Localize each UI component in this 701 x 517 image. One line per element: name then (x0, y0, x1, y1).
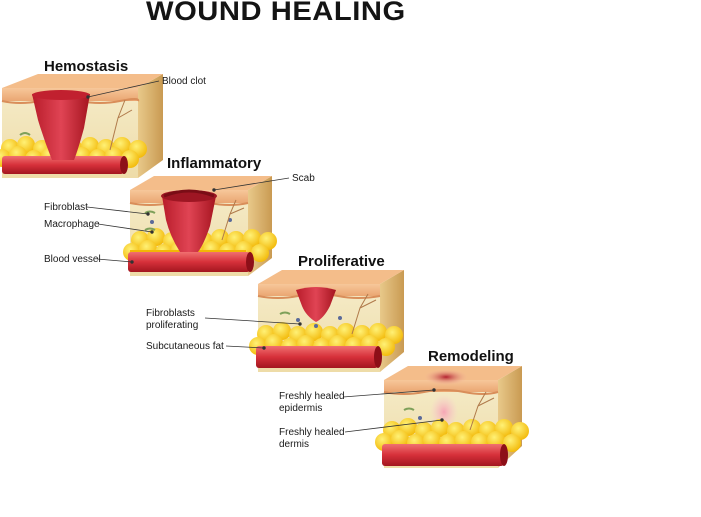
label-blood-clot: Blood clot (162, 76, 206, 87)
label-scab: Scab (292, 173, 315, 184)
stage-title-inflammatory: Inflammatory (167, 155, 262, 172)
label-fibroblast: Fibroblast (44, 202, 88, 213)
leader-lines (86, 80, 444, 433)
remodeling-block (375, 366, 529, 468)
label-macrophage: Macrophage (44, 219, 100, 230)
stage-title-proliferative: Proliferative (298, 253, 385, 270)
label-dermis: dermis (279, 439, 310, 450)
label-subcutaneous-fat: Subcutaneous fat (146, 341, 224, 352)
proliferative-block (249, 270, 404, 372)
stage-title-hemostasis: Hemostasis (44, 58, 129, 75)
hemostasis-block (0, 74, 163, 178)
inflammatory-block (123, 176, 277, 276)
label-epidermis: epidermis (279, 403, 323, 414)
stage-title-remodeling: Remodeling (428, 348, 514, 365)
label-freshly-healed-2: Freshly healed (279, 427, 345, 438)
label-blood-vessel: Blood vessel (44, 254, 101, 265)
label-proliferating: proliferating (146, 320, 199, 331)
page-title: WOUND HEALING (146, 0, 406, 26)
label-fibroblasts: Fibroblasts (146, 308, 195, 319)
label-freshly-healed-1: Freshly healed (279, 391, 345, 402)
